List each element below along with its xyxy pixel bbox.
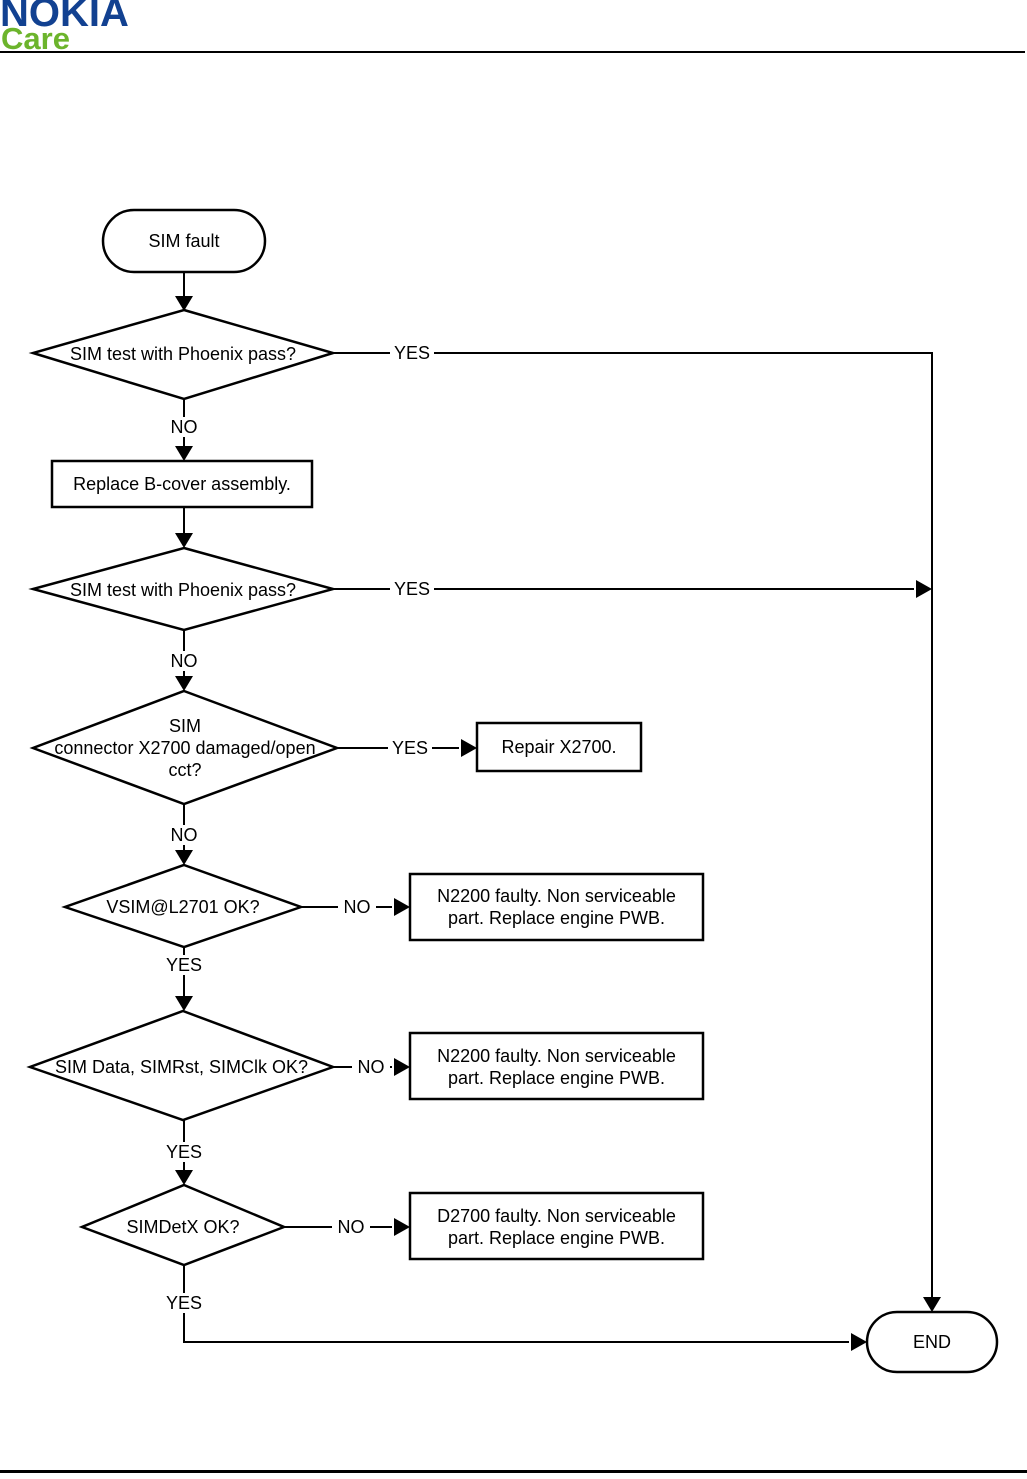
yes-label: YES [161, 1293, 207, 1313]
care-logo: Care [1, 21, 70, 56]
yes-label: YES [390, 579, 434, 599]
decision-phoenix-1-label: SIM test with Phoenix pass? [69, 344, 297, 364]
process-n2200-b-line1: N2200 faulty. Non serviceable [437, 1046, 676, 1066]
arrow-right-icon [394, 1218, 410, 1236]
no-label: NO [338, 897, 376, 917]
arrow-down-icon [175, 446, 193, 461]
arrow-down-icon [175, 996, 193, 1011]
process-n2200-a-label: N2200 faulty. Non serviceable part. Repl… [410, 885, 703, 929]
decision-connector-shape [29, 689, 341, 806]
decision-connector-line3: cct? [168, 760, 202, 780]
arrow-down-icon [175, 1170, 193, 1185]
no-label: NO [164, 825, 204, 845]
arrow-right-icon [394, 1058, 410, 1076]
footer-divider [0, 1470, 1027, 1473]
arrow-down-icon [923, 1297, 941, 1312]
process-n2200-b-line2: part. Replace engine PWB. [447, 1068, 666, 1088]
decision-simdetx-shape [78, 1183, 288, 1267]
decision-phoenix-1-shape [28, 308, 338, 401]
decision-vsim-shape [61, 863, 305, 949]
process-n2200-a-shape [408, 872, 705, 942]
decision-phoenix-2-shape [28, 546, 338, 632]
no-label: NO [352, 1057, 390, 1077]
yes-label: YES [161, 955, 207, 975]
yes-label: YES [388, 738, 432, 758]
edge-d6-yes-to-end [183, 1265, 849, 1343]
no-label: NO [164, 417, 204, 437]
decision-simdetx-label: SIMDetX OK? [126, 1217, 240, 1237]
decision-connector-line1: SIM [168, 716, 201, 736]
process-d2700-line2: part. Replace engine PWB. [447, 1228, 666, 1248]
arrow-right-icon [916, 580, 932, 598]
yes-label: YES [161, 1142, 207, 1162]
decision-phoenix-2-label: SIM test with Phoenix pass? [69, 580, 297, 600]
process-replace-bcover-label: Replace B-cover assembly. [73, 474, 291, 494]
decision-connector-line2: connector X2700 damaged/open [54, 738, 316, 758]
process-replace-bcover-shape [50, 459, 314, 509]
no-label: NO [332, 1217, 370, 1237]
arrow-down-icon [175, 676, 193, 691]
arrow-right-icon [461, 739, 477, 757]
process-n2200-b-shape [408, 1031, 705, 1101]
process-n2200-b-label: N2200 faulty. Non serviceable part. Repl… [410, 1045, 703, 1089]
node-shapes [26, 208, 999, 1374]
process-d2700-shape [408, 1191, 705, 1261]
decision-connector-label: SIM connector X2700 damaged/open cct? [40, 715, 330, 781]
edge-d1-yes-to-end [333, 352, 933, 1304]
arrow-down-icon [175, 533, 193, 548]
header-divider [0, 51, 1025, 53]
yes-label: YES [390, 343, 434, 363]
process-repair-x2700-label: Repair X2700. [501, 737, 617, 757]
arrow-right-icon [394, 898, 410, 916]
process-d2700-label: D2700 faulty. Non serviceable part. Repl… [410, 1205, 703, 1249]
end-label: END [912, 1332, 951, 1352]
no-label: NO [164, 651, 204, 671]
process-d2700-line1: D2700 faulty. Non serviceable [437, 1206, 676, 1226]
arrow-down-icon [175, 296, 193, 311]
arrow-right-icon [851, 1333, 867, 1351]
connector-lines [183, 271, 933, 1343]
start-node-shape [101, 208, 267, 274]
arrowheads [175, 296, 941, 1351]
process-repair-x2700-shape [475, 721, 643, 773]
nokia-logo: NOKIA [0, 0, 129, 35]
decision-simdata-shape [26, 1009, 337, 1122]
start-label: SIM fault [148, 231, 220, 251]
process-n2200-a-line2: part. Replace engine PWB. [447, 908, 666, 928]
decision-vsim-label: VSIM@L2701 OK? [106, 897, 260, 917]
process-n2200-a-line1: N2200 faulty. Non serviceable [437, 886, 676, 906]
arrow-down-icon [175, 850, 193, 865]
decision-simdata-label: SIM Data, SIMRst, SIMClk OK? [54, 1057, 309, 1077]
